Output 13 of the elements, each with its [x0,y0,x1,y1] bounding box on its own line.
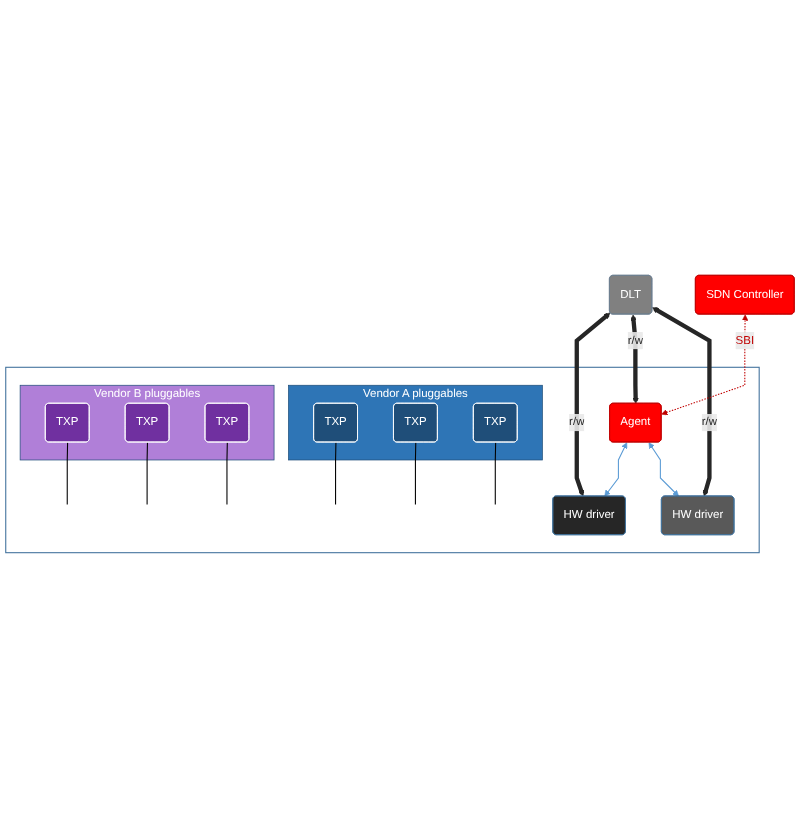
connector [66,441,69,506]
arrow [574,312,611,497]
connector [335,441,337,506]
connector [146,441,148,506]
cluster [5,366,760,554]
connector [226,441,228,506]
arrow [630,314,639,404]
connector [414,441,417,506]
arrow [604,442,628,497]
connector [494,441,497,506]
arrow [661,314,749,416]
arrow [652,307,712,497]
arrow [648,442,679,497]
